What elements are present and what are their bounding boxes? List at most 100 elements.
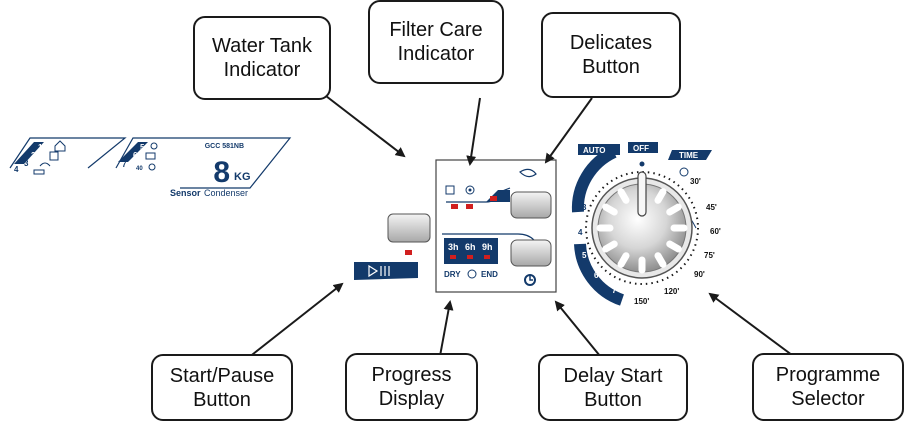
off-tag [628,142,658,153]
knob-ridge [666,203,682,216]
arrow-delay-start [554,300,601,357]
programme-callout-text: Programme Selector [775,364,881,410]
progress-callout-text: Progress Display [371,364,452,410]
program-icons-right [145,142,158,171]
delicates-button[interactable] [510,191,552,219]
program-number-2: 2 [31,151,36,160]
dry-label: DRY [444,270,461,279]
shirt-icon [49,151,59,161]
water-tank-callout: Water Tank Indicator [193,16,331,100]
time-45: 45' [706,203,717,212]
delay-start-callout: Delay Start Button [538,354,688,421]
iron-icon [33,169,45,175]
arrow-start-pause [247,282,344,359]
delay-9h-led [484,255,490,259]
start-pause-callout: Start/Pause Button [151,354,293,421]
model-number: GCC 581NB [205,143,244,150]
arrow-delicates [544,97,593,164]
filter-icon [465,185,475,195]
brand-regular: Condenser [204,188,248,198]
program-icon-panel: 1 2 3 4 5 6 7 40 GCC 581NB 8 KG Sensor C… [9,137,292,198]
dial-tick-ring [585,171,699,285]
dry-fan-icon [679,167,689,177]
start-pause-control [354,213,431,280]
right-panel-frame [115,137,292,189]
time-120: 120' [664,287,679,296]
knob-ridge [617,252,630,268]
program-number-5: 5 [140,143,145,152]
delicates-callout-text: Delicates Button [569,32,653,78]
capacity-number: 8 [213,156,230,189]
time-150: 150' [634,297,649,306]
program-number-3: 3 [24,159,29,168]
knob-ridge [666,240,682,253]
arrow-progress [439,300,454,357]
start-pause-button[interactable] [387,213,431,243]
off-label: OFF [633,144,649,153]
fan-icon [467,269,477,279]
arrow-programme [708,292,797,359]
knob-ridge [654,188,667,204]
water-tank-led [451,204,458,209]
dial-lower-arc [574,243,625,306]
delay-hours-stripe [444,238,498,264]
filter-care-led [466,204,473,209]
programme-dial: AUTO OFF TIME 1 2 3 4 5 6 7 30' 45' 60' … [571,142,721,306]
start-pause-led [405,250,412,255]
delay-3h-label: 3h [448,242,459,252]
programme-callout: Programme Selector [752,353,904,421]
knob-pointer [637,171,647,217]
dial-number-5: 5 [582,251,587,260]
house-icon [54,140,66,152]
end-label: END [481,270,498,279]
filter-care-callout-text: Filter Care Indicator [389,19,483,65]
brand-bold: Sensor [170,188,201,198]
program-number-6: 6 [133,151,138,160]
knob-ridge [602,240,618,253]
dial-number-2: 2 [594,181,599,190]
feather-icon [519,168,537,178]
delay-6h-label: 6h [465,242,476,252]
play-pause-icon [368,264,379,278]
display-frame [435,159,557,293]
clock-icon [524,274,536,286]
knob-ridge [654,252,667,268]
hanger-icon [39,162,51,167]
delay-9h-label: 9h [482,242,493,252]
dial-number-3: 3 [582,203,587,212]
knob-ridge [602,203,618,216]
dial-number-4: 4 [578,228,583,237]
water-tank-icon [445,185,455,195]
dial-number-7: 7 [612,286,617,295]
time-tag [668,150,712,160]
time-label: TIME [679,151,699,160]
dial-auto-arc [571,146,617,213]
left-number-stripe [14,142,44,164]
capacity-unit: KG [234,171,251,183]
time-75: 75' [704,251,715,260]
program-number-7: 7 [122,160,127,169]
temperature-label: 40 [136,166,143,172]
left-panel-frame [9,137,127,169]
delay-start-callout-text: Delay Start Button [563,364,663,411]
towels-icon [145,152,156,160]
knob-ridge [617,188,630,204]
delay-3h-led [450,255,456,259]
callout-arrows [247,95,797,359]
auto-label: AUTO [583,146,606,155]
wool-icon [150,142,158,150]
filter-care-callout: Filter Care Indicator [368,0,504,84]
arrow-water-tank [325,95,406,158]
program-number-4: 4 [14,165,19,174]
start-pause-stripe [354,262,418,280]
delay-start-button[interactable] [510,239,552,267]
program-number-1: 1 [38,143,43,152]
time-30: 30' [690,177,701,186]
water-tank-callout-text: Water Tank Indicator [211,35,313,81]
dial-number-6: 6 [594,271,599,280]
start-pause-callout-text: Start/Pause Button [169,364,275,411]
off-marker [639,161,645,167]
right-number-stripe [118,142,148,162]
timer-icon [148,163,156,171]
